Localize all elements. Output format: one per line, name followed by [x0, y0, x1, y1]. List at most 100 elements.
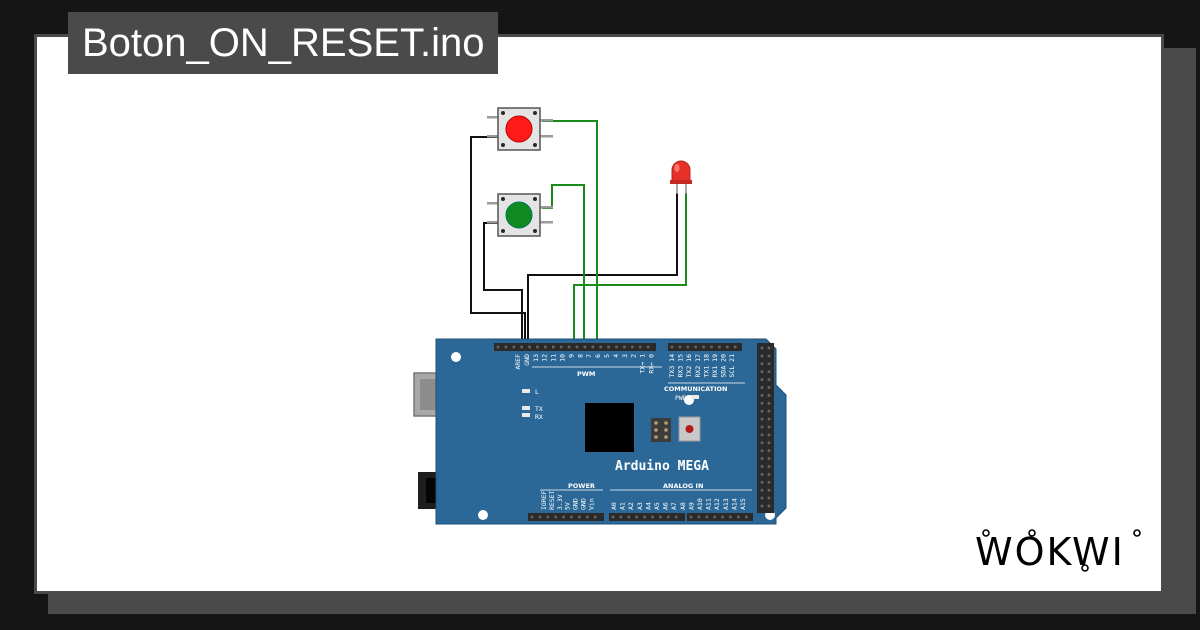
header-pin[interactable]: [697, 515, 701, 519]
header-pin[interactable]: [767, 370, 771, 373]
header-pin[interactable]: [713, 515, 716, 519]
header-pin[interactable]: [710, 345, 713, 349]
header-pin[interactable]: [546, 515, 550, 519]
header-pin[interactable]: [760, 378, 764, 381]
header-pin[interactable]: [496, 345, 500, 349]
header-pin[interactable]: [643, 515, 646, 519]
header-pin[interactable]: [570, 515, 573, 519]
header-pin[interactable]: [562, 515, 565, 519]
header-pin[interactable]: [538, 515, 542, 519]
header-pin[interactable]: [767, 346, 771, 350]
header-pin[interactable]: [705, 515, 709, 519]
wire-led-pin9[interactable]: [573, 193, 687, 345]
header-pin[interactable]: [678, 345, 682, 349]
header-pin[interactable]: [760, 496, 764, 500]
header-pin[interactable]: [760, 394, 764, 397]
header-pin[interactable]: [591, 345, 595, 349]
header-pin[interactable]: [575, 345, 579, 349]
header-pin[interactable]: [767, 449, 771, 452]
header-pin[interactable]: [586, 515, 589, 519]
header-pin[interactable]: [737, 515, 740, 519]
header-pin[interactable]: [607, 345, 610, 349]
header-pin[interactable]: [767, 504, 771, 508]
header-pin[interactable]: [530, 515, 534, 519]
header-pin[interactable]: [767, 441, 771, 445]
header-pin[interactable]: [689, 515, 693, 519]
header-pin[interactable]: [702, 345, 705, 349]
header-pin[interactable]: [627, 515, 631, 519]
header-pin[interactable]: [767, 362, 771, 366]
header-pin[interactable]: [760, 488, 764, 492]
header-pin[interactable]: [767, 457, 771, 460]
header-pin[interactable]: [767, 409, 771, 413]
header-pin[interactable]: [721, 515, 724, 519]
wire-green-button-pin8[interactable]: [542, 184, 585, 345]
header-pin[interactable]: [552, 345, 555, 349]
button-cap-red[interactable]: [505, 115, 533, 143]
header-pin[interactable]: [760, 409, 764, 413]
header-pin[interactable]: [520, 345, 523, 349]
header-pin[interactable]: [631, 345, 634, 349]
header-pin[interactable]: [760, 504, 764, 508]
header-pin[interactable]: [767, 394, 771, 397]
header-pin[interactable]: [512, 345, 516, 349]
wire-red-button-pin7[interactable]: [542, 120, 598, 345]
header-pin[interactable]: [760, 481, 764, 484]
pushbutton-red[interactable]: [487, 107, 553, 151]
header-pin[interactable]: [760, 441, 764, 445]
header-pin[interactable]: [670, 345, 674, 349]
header-pin[interactable]: [760, 362, 764, 366]
header-pin[interactable]: [674, 515, 678, 519]
wire-green-button-gnd[interactable]: [483, 222, 523, 345]
header-pin[interactable]: [611, 515, 615, 519]
header-pin[interactable]: [745, 515, 748, 519]
header-pin[interactable]: [593, 515, 597, 519]
header-pin[interactable]: [760, 386, 764, 389]
header-pin[interactable]: [504, 345, 508, 349]
header-pin[interactable]: [767, 496, 771, 500]
header-pin[interactable]: [729, 515, 732, 519]
header-pin[interactable]: [767, 378, 771, 381]
header-pin[interactable]: [760, 370, 764, 373]
header-pin[interactable]: [599, 345, 602, 349]
header-pin[interactable]: [760, 433, 764, 437]
header-pin[interactable]: [767, 417, 771, 421]
wire-led-gnd[interactable]: [527, 193, 678, 345]
header-pin[interactable]: [726, 345, 729, 349]
header-pin[interactable]: [733, 345, 737, 349]
header-pin[interactable]: [767, 465, 771, 468]
header-pin[interactable]: [578, 515, 581, 519]
header-pin[interactable]: [760, 354, 764, 358]
header-pin[interactable]: [767, 402, 771, 405]
header-pin[interactable]: [667, 515, 670, 519]
header-pin[interactable]: [718, 345, 721, 349]
header-pin[interactable]: [544, 345, 547, 349]
header-pin[interactable]: [567, 345, 571, 349]
header-pin[interactable]: [760, 346, 764, 350]
header-pin[interactable]: [554, 515, 557, 519]
wire-red-button-gnd[interactable]: [470, 136, 526, 345]
header-pin[interactable]: [651, 515, 654, 519]
header-pin[interactable]: [619, 515, 623, 519]
header-pin[interactable]: [583, 345, 587, 349]
header-pin[interactable]: [767, 488, 771, 492]
header-pin[interactable]: [694, 345, 697, 349]
header-pin[interactable]: [623, 345, 626, 349]
led-red[interactable]: [670, 160, 692, 194]
header-pin[interactable]: [760, 457, 764, 460]
header-pin[interactable]: [767, 433, 771, 437]
header-pin[interactable]: [767, 473, 771, 476]
header-pin[interactable]: [767, 425, 771, 429]
header-pin[interactable]: [659, 515, 662, 519]
header-pin[interactable]: [760, 449, 764, 452]
header-pin[interactable]: [615, 345, 618, 349]
header-pin[interactable]: [767, 481, 771, 484]
header-pin[interactable]: [635, 515, 638, 519]
header-pin[interactable]: [646, 345, 650, 349]
header-pin[interactable]: [686, 345, 690, 349]
header-pin[interactable]: [760, 473, 764, 476]
header-pin[interactable]: [559, 345, 563, 349]
header-pin[interactable]: [536, 345, 539, 349]
header-pin[interactable]: [767, 386, 771, 389]
